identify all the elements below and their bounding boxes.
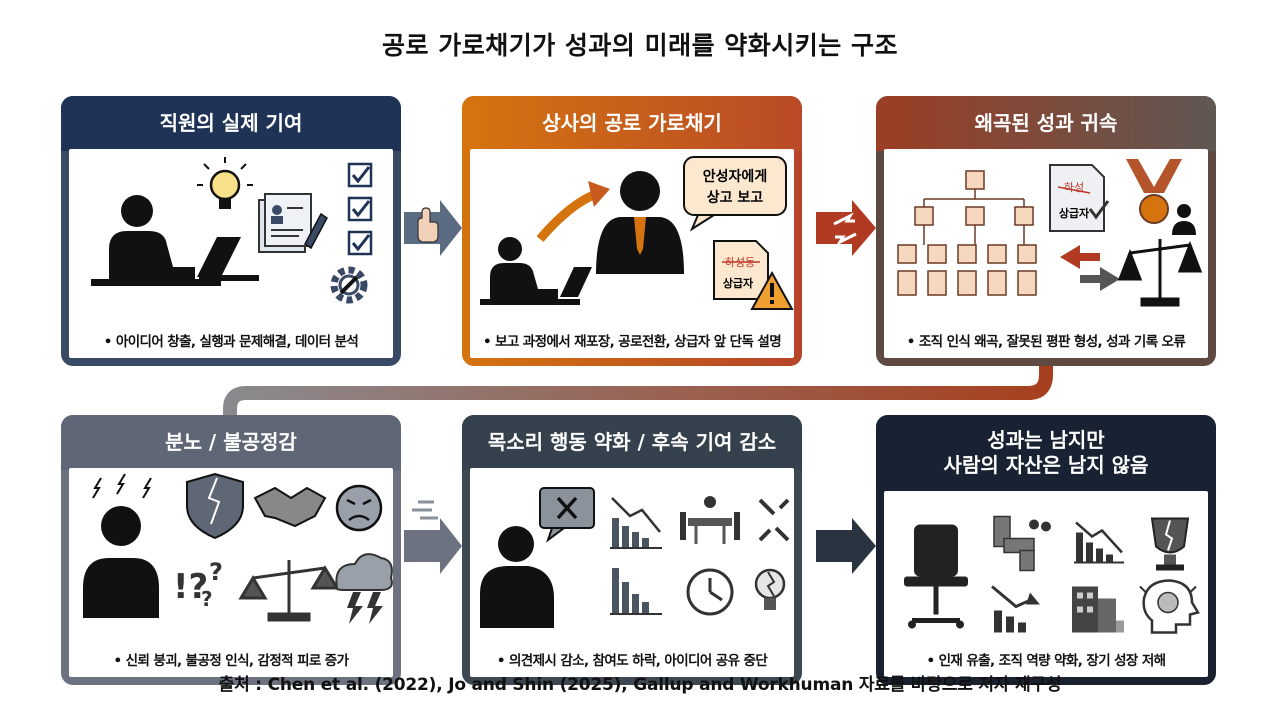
card-bullet: • 아이디어 창출, 실행과 문제해결, 데이터 분석 <box>103 334 359 350</box>
card-employee-contribution: 직원의 실제 기여 <box>61 96 401 366</box>
doc-text: 상급자 <box>723 276 754 290</box>
document-pen-icon <box>258 193 328 253</box>
arrow-right-icon <box>404 200 462 256</box>
card-title: 직원의 실제 기여 <box>61 96 401 151</box>
crumbling-building-icon <box>1072 586 1124 633</box>
empty-meeting-icon <box>680 496 740 544</box>
card-bullet: • 보고 과정에서 재포장, 공로전환, 상급자 앞 단독 설명 <box>482 334 782 350</box>
medal-icon <box>1126 159 1196 235</box>
storm-cloud-icon <box>335 553 393 624</box>
card-title-line2: 사람의 자산은 남지 않음 <box>943 453 1149 477</box>
card-voice-weakening: 목소리 행동 약화 / 후속 기여 감소 <box>462 415 802 685</box>
broken-shield-icon <box>186 472 244 540</box>
card-title: 분노 / 불공정감 <box>61 415 401 470</box>
sad-person-icon <box>480 526 554 628</box>
broken-pipe-icon <box>993 515 1051 572</box>
card-title: 성과는 남지만 사람의 자산은 남지 않음 <box>876 415 1216 491</box>
broken-trophy-icon <box>1150 517 1190 571</box>
speech-bubble-icon: 안성자에게 상고 보고 <box>683 156 787 232</box>
card-illustration: 하성 상급자 <box>897 159 1203 307</box>
warning-icon <box>750 270 794 310</box>
card-distorted-attribution: 왜곡된 성과 귀속 하성 상급자 <box>876 96 1216 366</box>
svg-text:?: ? <box>209 558 223 586</box>
card-title: 상사의 공로 가로채기 <box>462 96 802 151</box>
empty-chair-icon <box>904 524 968 629</box>
swap-arrows-icon <box>816 200 876 256</box>
card-title: 왜곡된 성과 귀속 <box>876 96 1216 151</box>
card-anger-unfairness: 분노 / 불공정감 !? <box>61 415 401 685</box>
checklist-icon <box>347 162 373 256</box>
angry-face-icon <box>335 484 383 532</box>
card-bullet: • 인재 유출, 조직 역량 약화, 장기 성장 저해 <box>926 653 1166 669</box>
x-speech-bubble-icon <box>539 487 595 543</box>
manager-icon <box>596 171 684 274</box>
arrow-right-icon <box>404 500 462 574</box>
broken-arrows-icon <box>758 498 790 542</box>
speech-text: 안성자에게 <box>703 168 767 185</box>
org-chart-icon <box>897 170 1037 296</box>
card-bullet: • 의견제시 감소, 참여도 하락, 아이디어 공유 중단 <box>496 653 768 669</box>
card-illustration: 안성자에게 상고 보고 하성동 상급자 <box>480 156 794 310</box>
upward-arrow-icon <box>536 181 610 242</box>
card-title: 목소리 행동 약화 / 후속 기여 감소 <box>462 415 802 470</box>
svg-text:?: ? <box>201 587 213 611</box>
clock-icon <box>686 568 734 616</box>
broken-lightbulb-icon <box>754 568 786 610</box>
card-title-line1: 성과는 남지만 <box>987 428 1105 452</box>
card-credit-stealing: 상사의 공로 가로채기 안성자에게 상고 보고 <box>462 96 802 366</box>
person-laptop-icon <box>480 237 592 305</box>
declining-chart-icon <box>610 497 662 549</box>
card-asset-loss: 성과는 남지만 사람의 자산은 남지 않음 <box>876 415 1216 685</box>
source-note: 출처 : Chen et al. (2022), Jo and Shin (20… <box>218 675 1062 695</box>
arrow-right-icon <box>816 518 876 574</box>
low-bar-chart-icon <box>610 568 662 615</box>
tilted-scale-icon <box>238 560 340 622</box>
person-laptop-icon <box>91 195 259 286</box>
swap-arrows-icon <box>1060 245 1120 291</box>
scale-icon <box>1117 239 1203 307</box>
card-illustration <box>91 157 373 304</box>
angry-person-icon <box>83 473 159 618</box>
card-bullet: • 신뢰 붕괴, 불공정 인식, 감정적 피로 증가 <box>113 653 350 669</box>
svg-text:!?: !? <box>173 567 208 607</box>
brain-head-icon <box>1139 579 1200 634</box>
lightbulb-icon <box>197 157 253 209</box>
card-bullet: • 조직 인식 왜곡, 잘못된 평판 형성, 성과 기록 오류 <box>906 334 1186 350</box>
page-title: 공로 가로채기가 성과의 미래를 약화시키는 구조 <box>381 31 899 60</box>
card-illustration <box>904 515 1200 634</box>
document-icon: 하성동 상급자 <box>713 240 769 300</box>
document-check-icon: 하성 상급자 <box>1049 164 1110 232</box>
declining-chart-icon <box>1074 521 1124 564</box>
gear-wrench-icon <box>330 266 368 304</box>
doc-text: 상급자 <box>1059 206 1090 220</box>
handshake-icon <box>253 486 327 528</box>
question-marks-icon: !? ? ? <box>173 558 223 611</box>
falling-arrow-chart-icon <box>991 585 1040 633</box>
card-illustration: !? ? ? <box>83 472 393 624</box>
card-illustration <box>480 487 790 628</box>
svg-text:상고 보고: 상고 보고 <box>707 190 764 206</box>
